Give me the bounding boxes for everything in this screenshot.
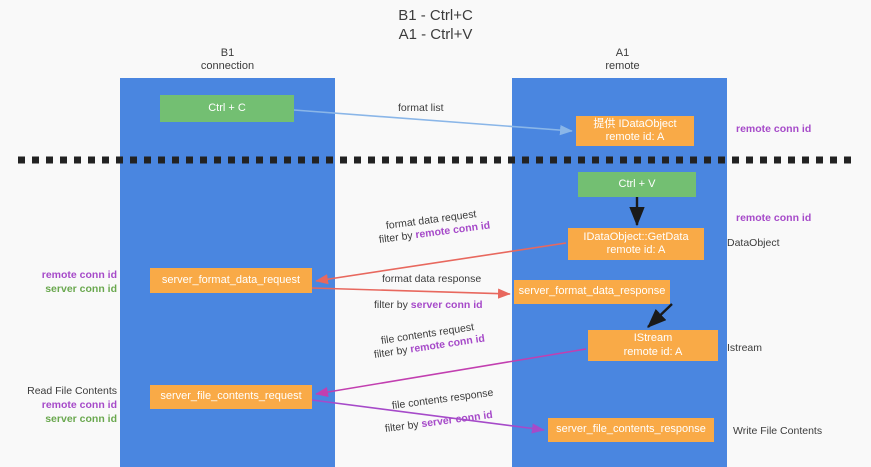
node-server-format-data-request[interactable]: server_format_data_request [150, 268, 312, 293]
node-idataobject[interactable]: 提供 IDataObject remote id: A [576, 116, 694, 146]
column-header-b1: B1 connection [150, 47, 305, 73]
column-header-a1: A1 remote [545, 47, 700, 73]
connector-format-data-response [311, 287, 511, 299]
node-istream[interactable]: IStream remote id: A [588, 330, 718, 361]
node-idataobject-line1: 提供 IDataObject [593, 117, 677, 130]
edge-label-format-list: format list [398, 102, 444, 114]
label-mid-server-conn-id: server conn id [45, 283, 117, 295]
filter-prefix: filter by [373, 343, 412, 361]
edge-label-format-data-response: format data response [382, 273, 482, 285]
node-getdata-line2: remote id: A [606, 244, 666, 256]
label-group-mid-left: remote conn id server conn id [22, 268, 117, 296]
node-idataobject-line2: remote id: A [605, 131, 665, 143]
filter-key-server-conn-id: server conn id [420, 408, 494, 431]
column-a1-name: A1 [615, 47, 630, 59]
edge-label-format-data-response-filter: filter by server conn id [374, 298, 483, 312]
title-line-1: B1 - Ctrl+C [398, 7, 473, 24]
node-server-file-contents-request[interactable]: server_file_contents_request [150, 385, 312, 409]
node-server-file-contents-response[interactable]: server_file_contents_response [548, 418, 714, 442]
column-b1-name: B1 [220, 47, 235, 59]
label-bottom-server-conn-id: server conn id [45, 413, 117, 425]
column-a1-role: remote [605, 60, 640, 72]
node-sfdresp-label: server_format_data_response [518, 285, 666, 298]
filter-prefix: filter by [378, 229, 417, 246]
label-istream: Istream [727, 342, 763, 354]
node-ctrl-v-label: Ctrl + V [618, 177, 656, 190]
column-b1-role: connection [200, 60, 255, 72]
node-idataobject-getdata[interactable]: IDataObject::GetData remote id: A [568, 228, 704, 260]
node-istream-line2: remote id: A [623, 345, 683, 358]
node-server-format-data-response[interactable]: server_format_data_response [514, 280, 670, 304]
node-sfdreq-label: server_format_data_request [161, 273, 301, 286]
label-read-file-contents: Read File Contents [27, 385, 117, 397]
label-mid-remote-conn-id: remote conn id [41, 269, 117, 281]
node-getdata-line1: IDataObject::GetData [583, 230, 689, 243]
page-title: B1 - Ctrl+C A1 - Ctrl+V [0, 6, 871, 44]
node-ctrl-v[interactable]: Ctrl + V [578, 172, 696, 197]
node-istream-line1: IStream [633, 332, 673, 344]
label-write-file-contents: Write File Contents [733, 425, 823, 437]
label-group-bottom-left: Read File Contents remote conn id server… [22, 384, 117, 426]
title-line-2: A1 - Ctrl+V [398, 26, 473, 43]
label-remote-conn-id-top: remote conn id [736, 123, 812, 135]
node-sfcresp-label: server_file_contents_response [556, 423, 706, 436]
node-sfcreq-label: server_file_contents_request [160, 390, 302, 403]
edge-label-file-contents-response-filter: filter by server conn id [384, 408, 493, 436]
label-remote-conn-id-mid: remote conn id [736, 212, 812, 224]
filter-key-server-conn-id: server conn id [410, 299, 483, 311]
filter-prefix: filter by [374, 299, 411, 311]
node-ctrl-c-label: Ctrl + C [208, 101, 246, 114]
label-dataobject: DataObject [727, 237, 780, 249]
label-bottom-remote-conn-id: remote conn id [41, 399, 117, 411]
filter-prefix: filter by [384, 418, 423, 435]
node-ctrl-c[interactable]: Ctrl + C [160, 95, 294, 122]
